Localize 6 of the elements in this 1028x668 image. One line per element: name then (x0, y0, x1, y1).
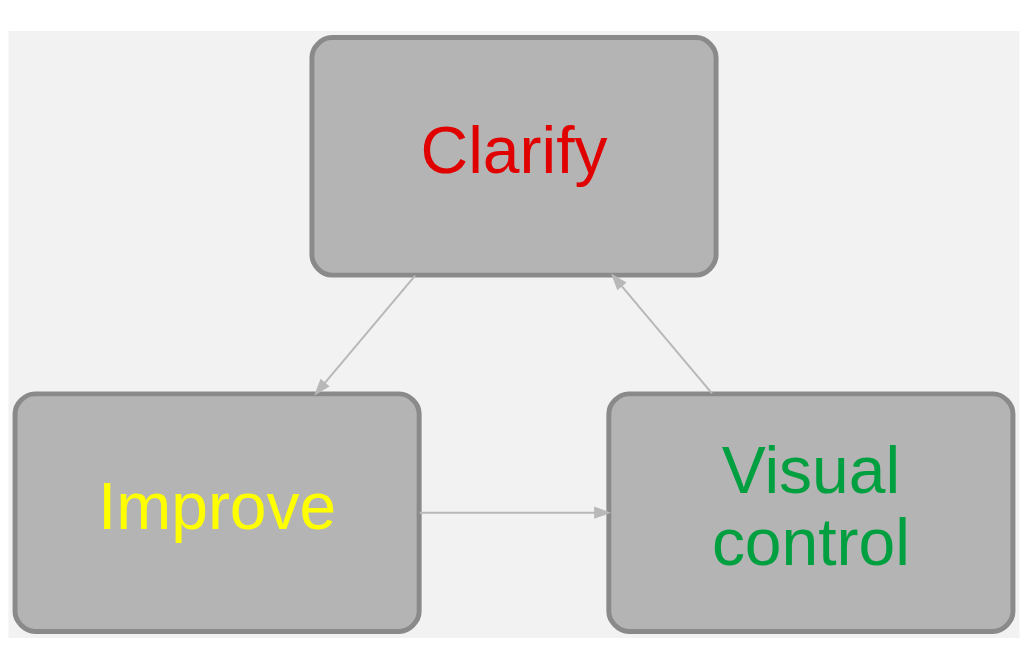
node-box: Improve (12, 390, 422, 634)
node-box: Visual control (606, 390, 1016, 634)
node-box: Clarify (309, 34, 719, 278)
arrow (610, 272, 713, 394)
arrow (418, 506, 612, 519)
arrow (314, 274, 417, 396)
